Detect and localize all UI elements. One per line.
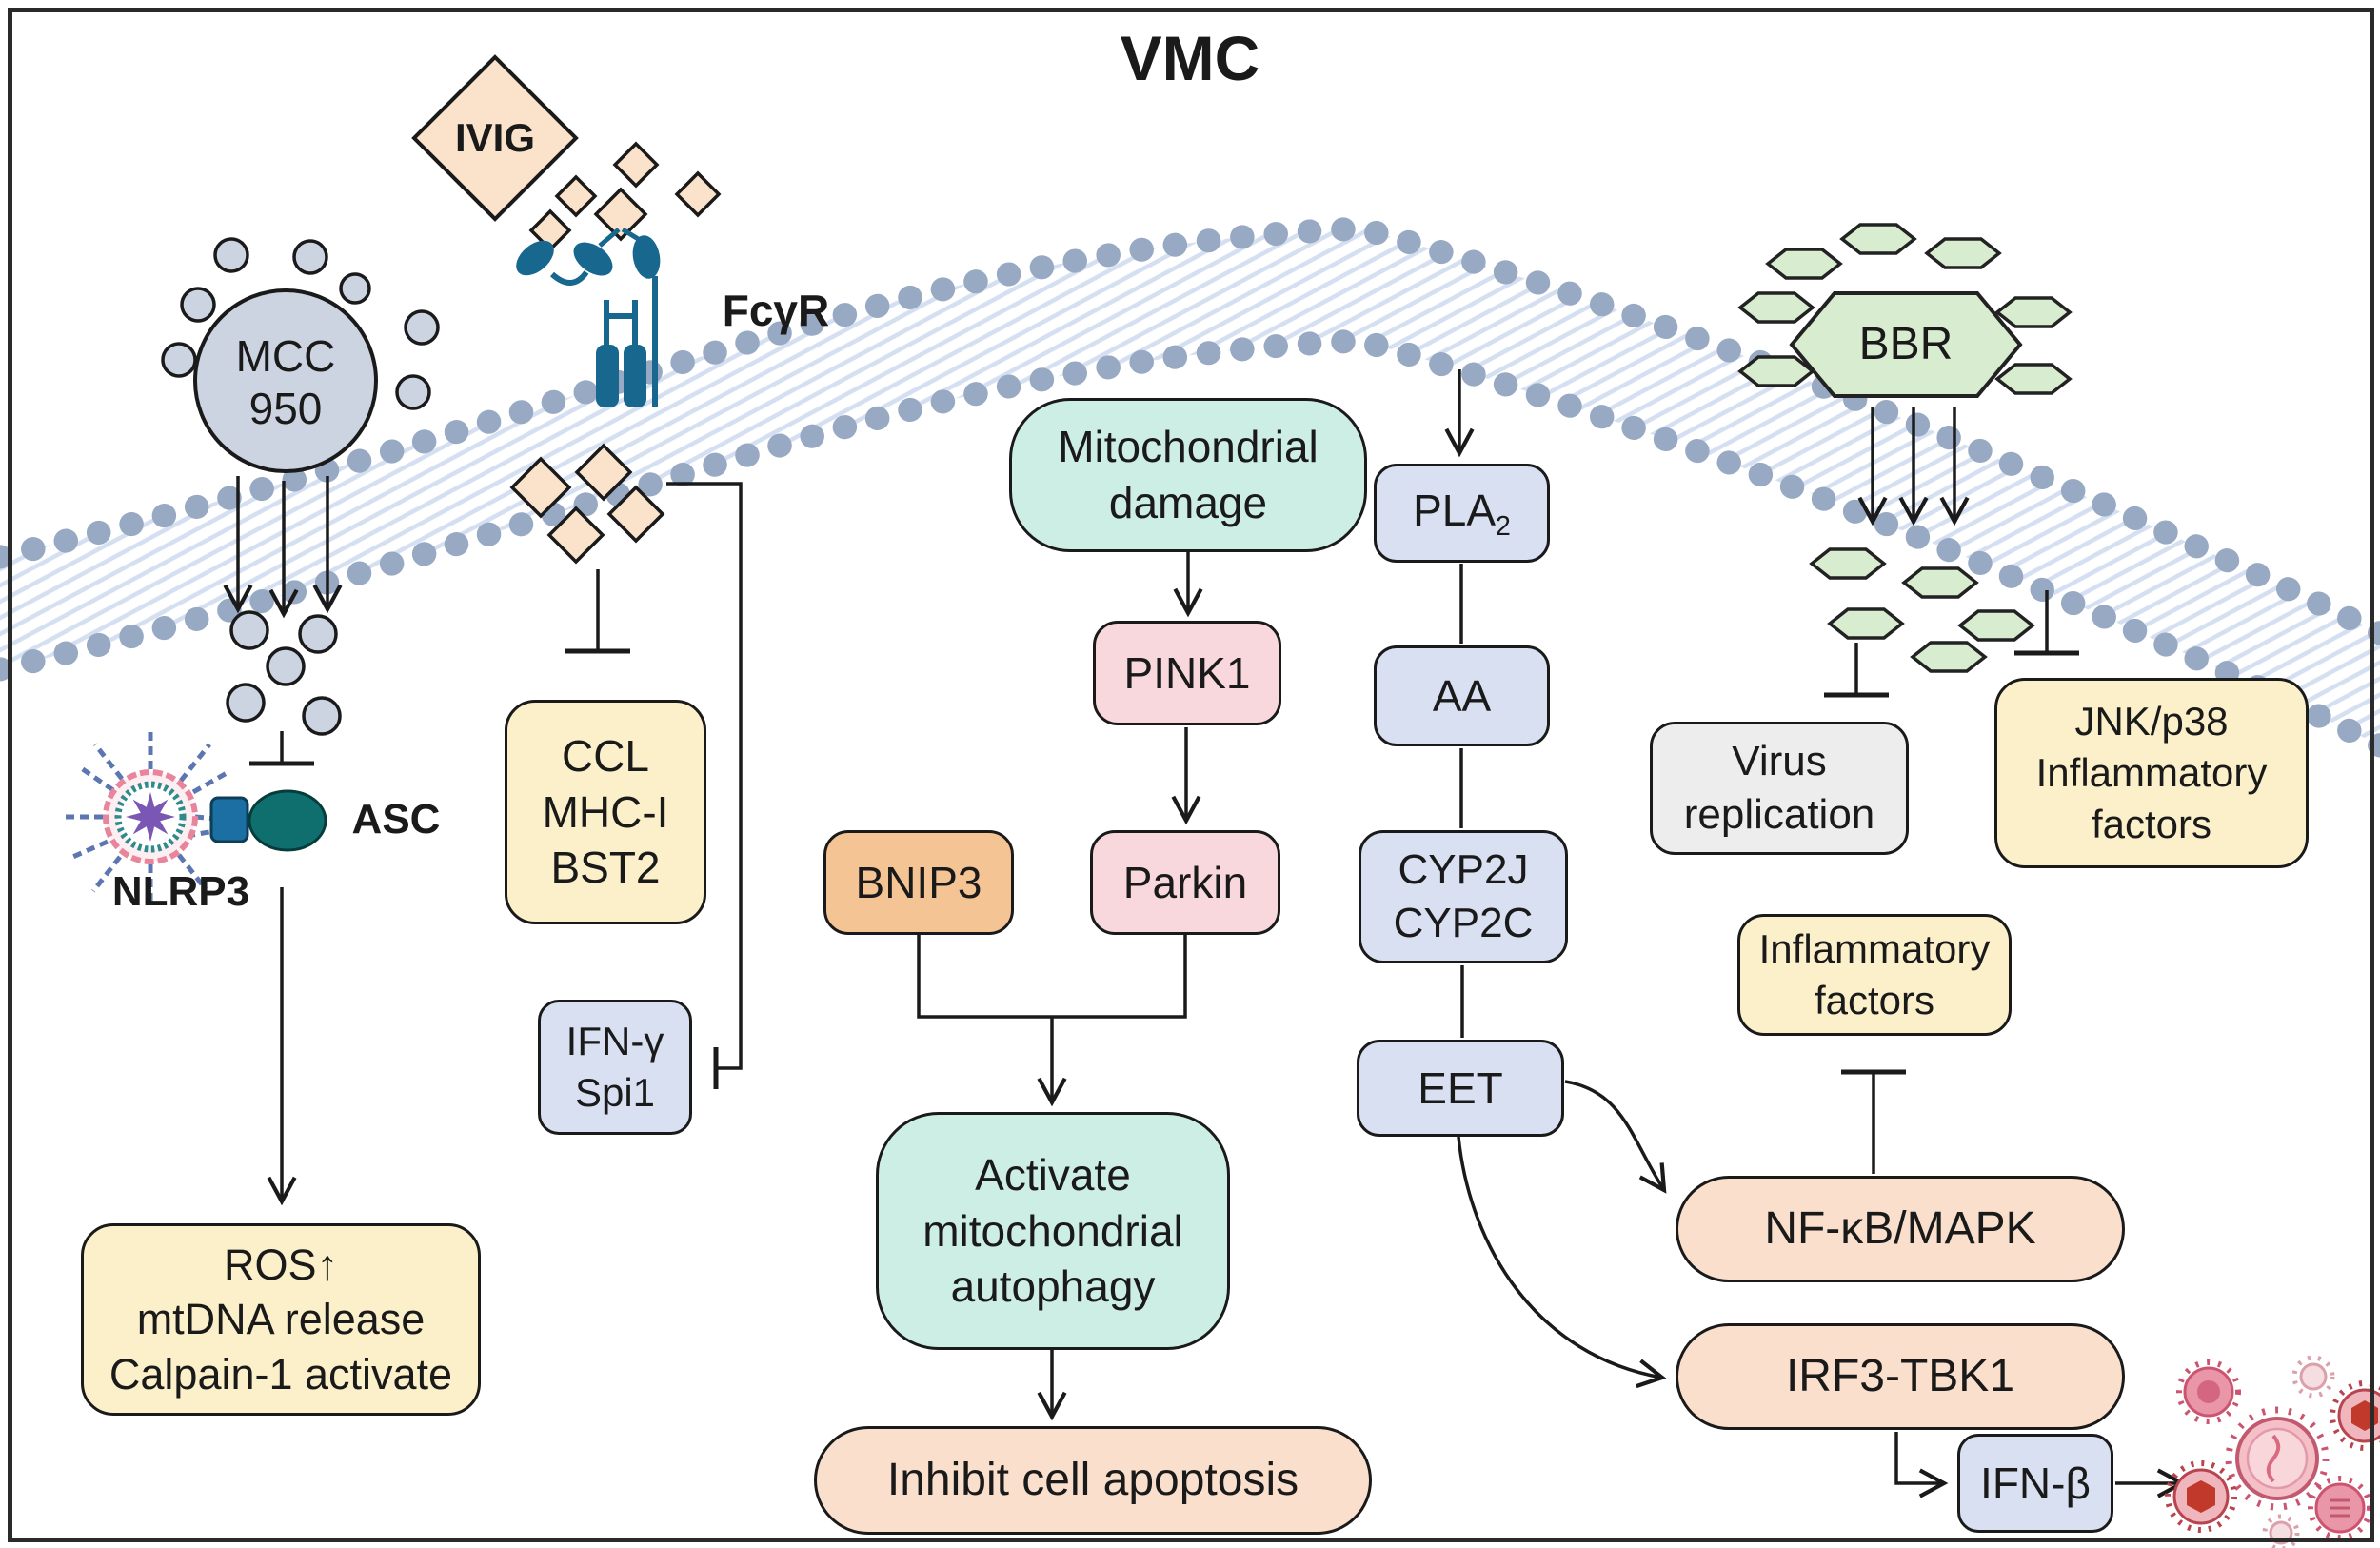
box-line: Mitochondrial [1058,422,1319,472]
eet-box: EET [1357,1040,1564,1137]
box-line: CYP2J [1398,845,1529,893]
box-line: BNIP3 [855,857,982,907]
bbr-entry-arrows [1857,407,1970,526]
ivig-diamond-icon [411,54,579,222]
mitochondrial-damage-box: Mitochondrial damage [1009,398,1367,552]
box-line: mitochondrial [922,1205,1183,1256]
virus-spiky-icon [2176,1359,2241,1424]
box-line: Inhibit cell apoptosis [886,1455,1299,1506]
box-line: MHC-I [542,786,669,837]
inflammatory-factors-box: Inflammatory factors [1737,914,2012,1036]
box-line: IFN-γ [565,1019,664,1064]
ros-mtdna-calpain-box: ROS↑ mtDNA release Calpain-1 activate [81,1223,481,1416]
bbr-intracellular-hexagons-icon [1809,547,2035,673]
bnip3-box: BNIP3 [823,830,1014,935]
diamonds-to-ccl-tbar [565,569,630,654]
box-line: Spi1 [574,1070,656,1115]
box-line: NF-κB/MAPK [1764,1203,2036,1255]
box-line: AA [1432,670,1492,721]
aa-box: AA [1374,645,1550,746]
asc-text: ASC [351,795,441,843]
pla2-main: PLA [1413,485,1497,535]
ifnb-box: IFN-β [1957,1434,2113,1533]
bbr-hexagon-icon [1789,291,2023,398]
box-line: Parkin [1122,857,1248,907]
figure-border [8,8,2374,1542]
parkin-box: Parkin [1090,830,1280,935]
box-line: Activate [975,1149,1131,1200]
asc-label: ASC [339,796,453,843]
nfkb-inhibition-tbar [1841,1069,1906,1174]
mcc950-line2: 950 [248,384,323,433]
box-line: autophagy [950,1261,1156,1312]
virus-darkcore2-icon [2165,1460,2237,1533]
box-line: CCL [561,730,650,781]
mcc950-entry-arrows [223,476,343,619]
pink1-box: PINK1 [1093,621,1281,725]
jnk-p38-box: JNK/p38 Inflammatory factors [1994,678,2309,868]
fcgr-label: FcγR [700,286,852,336]
mcc950-line1: MCC [235,330,336,381]
mcc950-particles-icon [226,610,342,736]
mcc950-label: MCC 950 [195,316,376,449]
pla2-label: PLA2 [1413,483,1511,545]
ifng-spi1-box: IFN-γ Spi1 [538,1000,692,1135]
box-line: PINK1 [1123,647,1251,698]
nlrp3-text: NLRP3 [111,867,250,915]
cell-membrane-icon [0,216,2380,758]
virus-replication-box: Virus replication [1650,722,1909,855]
nfkb-mapk-pill: NF-κB/MAPK [1676,1176,2125,1282]
fcgr-text: FcγR [722,286,830,336]
internalized-diamonds-icon [509,443,665,565]
diamonds-to-ifng-bracket [666,482,743,1089]
box-line: damage [1108,478,1268,527]
ccl-mhci-bst2-box: CCL MHC-I BST2 [505,700,706,924]
box-line: EET [1418,1062,1503,1113]
virus-spiky2-icon [2308,1476,2372,1540]
virus-pale-icon [2291,1355,2335,1399]
ivig-label: IVIG [419,112,571,164]
ivig-small-diamonds-icon [528,141,722,252]
box-line: replication [1683,791,1875,838]
bbr-label: BBR [1820,319,1992,370]
inhibit-apoptosis-pill: Inhibit cell apoptosis [814,1426,1372,1535]
diagram-title-text: VMC [1120,23,1260,94]
box-line: CYP2C [1393,900,1534,946]
diagram-title: VMC [1000,21,1380,97]
mcc950-icon [161,237,440,473]
virus-cluster-icon [2165,1355,2380,1548]
irf3-tbk1-pill: IRF3-TBK1 [1676,1323,2125,1430]
bbr-inhibition-tbars [1824,590,2079,698]
mcc950-inhibition-tbar [249,731,314,766]
activate-autophagy-box: Activate mitochondrial autophagy [876,1112,1230,1350]
virus-large-icon [2225,1406,2330,1511]
mitophagy-connectors [917,552,1203,1421]
box-line: JNK/p38 [2074,699,2229,744]
box-line: Virus [1732,737,1827,784]
box-line: Calpain-1 activate [109,1349,453,1399]
box-line: ROS↑ [223,1240,338,1289]
pla2-box: PLA2 [1374,464,1550,563]
bbr-small-hexagons-icon [1737,223,2073,395]
box-line: IFN-β [1980,1458,2091,1508]
nlrp3-label: NLRP3 [67,868,295,916]
box-line: mtDNA release [136,1295,426,1344]
box-line: factors [2091,801,2212,846]
cyp2j-cyp2c-box: CYP2J CYP2C [1359,830,1568,963]
bbr-text: BBR [1858,319,1954,370]
asc-icon [209,789,327,852]
box-line: IRF3-TBK1 [1785,1351,2015,1402]
eet-pathway-connectors [1444,369,2187,1498]
nlrp3-star [126,792,175,842]
box-line: factors [1814,978,1935,1022]
box-line: Inflammatory [2035,750,2268,796]
box-line: Inflammatory [1758,926,1991,972]
ivig-text: IVIG [454,114,536,160]
box-line: BST2 [550,843,661,893]
pla2-sub: 2 [1496,510,1511,542]
fcgr-receptor-icon [516,227,661,407]
nlrp3-icon [63,729,239,904]
